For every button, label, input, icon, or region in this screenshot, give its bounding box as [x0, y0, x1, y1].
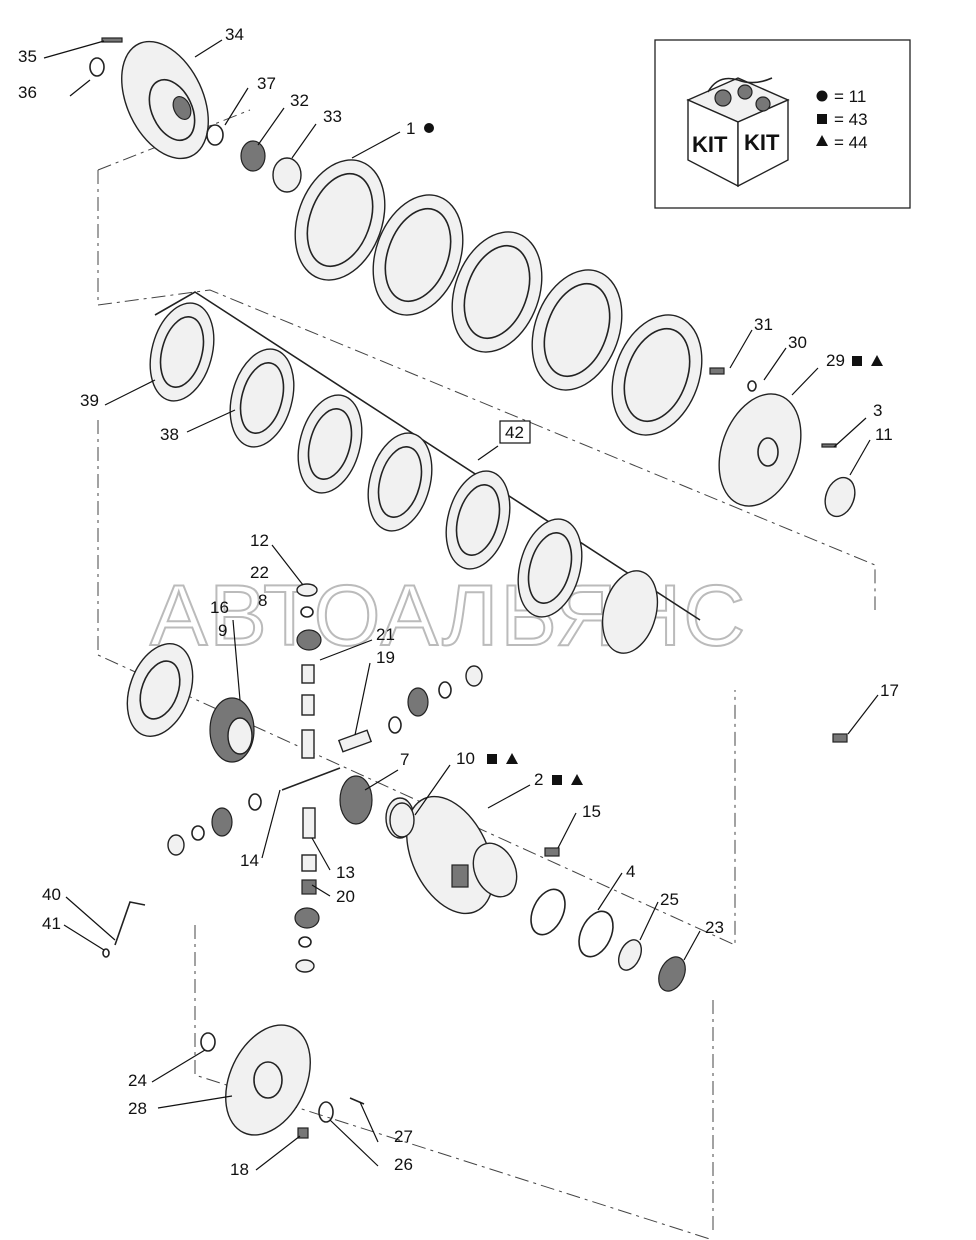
part-29-plate [718, 393, 802, 507]
callout-36: 36 [18, 83, 37, 102]
callout-22: 22 [250, 563, 269, 582]
legend-circle-text: = 11 [834, 87, 866, 106]
circle-symbol-icon [424, 123, 434, 133]
callout-15: 15 [582, 802, 601, 821]
callout-41: 41 [42, 914, 61, 933]
legend-square-text: = 43 [834, 110, 868, 129]
callout-12: 12 [250, 531, 269, 550]
callout-9: 9 [218, 621, 227, 640]
part-37-washer [206, 124, 224, 146]
callout-7: 7 [400, 750, 409, 769]
callout-26: 26 [394, 1155, 413, 1174]
part-31-bolt [709, 367, 725, 375]
part-24-washer [200, 1032, 216, 1052]
triangle-symbol-icon [571, 774, 583, 785]
part-32-bearing [240, 140, 266, 172]
callout-1: 1 [406, 119, 415, 138]
part-36-washer [89, 57, 105, 77]
callout-37: 37 [257, 74, 276, 93]
part-33-ring [272, 157, 302, 193]
square-symbol-icon [552, 775, 562, 785]
callout-23: 23 [705, 918, 724, 937]
part-4-ring-b [578, 910, 614, 958]
callout-24: 24 [128, 1071, 147, 1090]
callout-16: 16 [210, 598, 229, 617]
part-27-pin [349, 1097, 365, 1105]
callout-28: 28 [128, 1099, 147, 1118]
triangle-symbol-icon [506, 753, 518, 764]
part-34-housing [121, 40, 209, 160]
callout-38: 38 [160, 425, 179, 444]
callout-32: 32 [290, 91, 309, 110]
square-symbol-icon [817, 114, 827, 124]
watermark: АВТОАЛЬЯНС [150, 568, 747, 664]
part-10-washer [389, 802, 415, 838]
callout-13: 13 [336, 863, 355, 882]
assembly-outlines [97, 109, 876, 1240]
kit-label-left: KIT [692, 132, 728, 157]
callout-42: 42 [505, 423, 524, 442]
callout-labels: 35 36 34 37 32 33 1 31 30 29 3 11 39 38 … [18, 25, 899, 1179]
part-30-washer [747, 380, 757, 392]
callout-14: 14 [240, 851, 259, 870]
part-18-bolt [297, 1127, 309, 1139]
callout-42-box [499, 420, 531, 444]
callout-8: 8 [258, 591, 267, 610]
part-35-pin [101, 37, 123, 43]
part-17-bolt [832, 733, 848, 743]
kit-label-right: KIT [744, 130, 780, 155]
callout-2: 2 [534, 770, 543, 789]
part-26-washer [318, 1101, 334, 1123]
square-symbol-icon [487, 754, 497, 764]
callout-39: 39 [80, 391, 99, 410]
callout-20: 20 [336, 887, 355, 906]
callout-21: 21 [376, 625, 395, 644]
callout-29: 29 [826, 351, 845, 370]
callout-27: 27 [394, 1127, 413, 1146]
part-40-tube [114, 901, 146, 946]
kit-box-icon: KIT KIT [686, 77, 790, 188]
part-41-nipple [102, 948, 110, 958]
part-15-bolt [544, 847, 560, 857]
callout-4: 4 [626, 862, 635, 881]
callout-25: 25 [660, 890, 679, 909]
triangle-symbol-icon [871, 355, 883, 366]
part-28-housing [225, 1024, 311, 1136]
kit-legend: KIT KIT = 11 = 43 = 44 [654, 39, 911, 209]
callout-10: 10 [456, 749, 475, 768]
legend-triangle-text: = 44 [834, 133, 868, 152]
part-25-cup [617, 939, 643, 971]
callout-19: 19 [376, 648, 395, 667]
triangle-symbol-icon [816, 135, 828, 146]
callout-3: 3 [873, 401, 882, 420]
leader-lines [43, 39, 879, 1171]
square-symbol-icon [852, 356, 862, 366]
part-11-washer [824, 476, 856, 518]
friction-discs-lower [149, 302, 659, 654]
callout-40: 40 [42, 885, 61, 904]
callout-31: 31 [754, 315, 773, 334]
part-23-bearing [658, 956, 686, 992]
callout-34: 34 [225, 25, 244, 44]
callout-30: 30 [788, 333, 807, 352]
friction-discs-upper [294, 159, 703, 436]
callout-18: 18 [230, 1160, 249, 1179]
callout-33: 33 [323, 107, 342, 126]
part-4-ring-a [530, 888, 566, 936]
part-2-housing [406, 795, 518, 915]
callout-35: 35 [18, 47, 37, 66]
circle-symbol-icon [816, 90, 828, 102]
callout-17: 17 [880, 681, 899, 700]
callout-11: 11 [875, 425, 893, 444]
